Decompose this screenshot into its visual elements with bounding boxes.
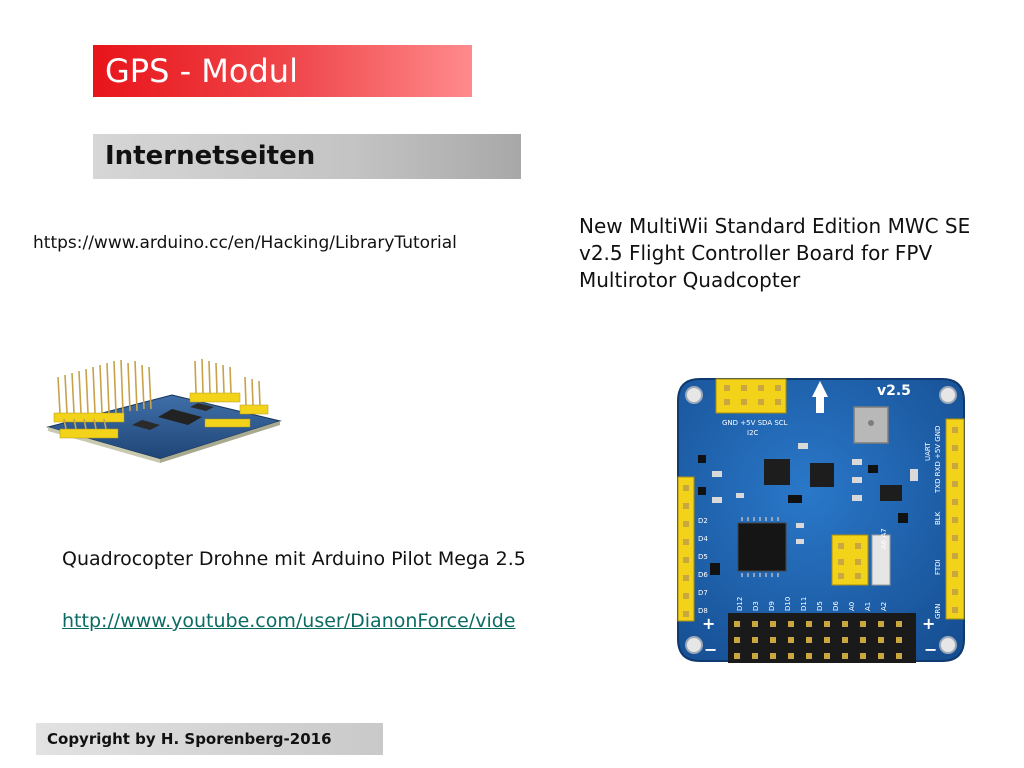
title-bar: GPS - Modul	[93, 45, 472, 97]
flight-controller-photo-small	[40, 355, 285, 463]
pin-label-d8: D8	[698, 607, 708, 615]
flight-controller-small-drawing	[46, 358, 282, 463]
section-bar: Internetseiten	[93, 134, 521, 179]
bottom-pin-0: D12	[736, 597, 744, 611]
bottom-pin-6: D6	[832, 601, 840, 611]
video-caption: Quadrocopter Drohne mit Arduino Pilot Me…	[62, 548, 526, 570]
youtube-link[interactable]: http://www.youtube.com/user/DianonForce/…	[62, 610, 516, 632]
section-heading: Internetseiten	[105, 141, 316, 171]
gyro-chip	[764, 459, 790, 485]
pin-label-d6: D6	[698, 571, 708, 579]
pin-label-d5: D5	[698, 553, 708, 561]
grn-label: GRN	[934, 603, 942, 619]
svg-text:−: −	[924, 640, 937, 659]
slide-title: GPS - Modul	[105, 52, 298, 90]
analog-pins-label: A6 A7	[880, 528, 888, 549]
i2c-label: I2C	[747, 429, 759, 437]
svg-text:−: −	[704, 640, 717, 659]
pin-label-d7: D7	[698, 589, 708, 597]
board-version: v2.5	[877, 383, 911, 399]
blk-label: BLK	[934, 511, 942, 525]
uart-pins-label: TXD RXD +5V GND	[934, 426, 942, 494]
bottom-pin-5: D5	[816, 601, 824, 611]
pin-label-d4: D4	[698, 535, 708, 543]
ftdi-label: FTDI	[934, 559, 942, 575]
pin-label-d2: D2	[698, 517, 708, 525]
bottom-pin-2: D9	[768, 601, 776, 611]
bottom-pin-8: A1	[864, 602, 872, 611]
flight-controller-photo-large: GND +5V SDA SCL I2C v2.5 TXD RXD +5V GND…	[672, 373, 970, 667]
bottom-pin-9: A2	[880, 602, 888, 611]
product-title: New MultiWii Standard Edition MWC SE v2.…	[579, 214, 971, 292]
i2c-pins-label: GND +5V SDA SCL	[722, 419, 788, 427]
flight-controller-large-drawing: GND +5V SDA SCL I2C v2.5 TXD RXD +5V GND…	[677, 378, 965, 663]
copyright-bar: Copyright by H. Sporenberg-2016	[36, 723, 383, 755]
uart-label: UART	[924, 442, 932, 461]
tutorial-url: https://www.arduino.cc/en/Hacking/Librar…	[33, 233, 457, 253]
servo-header	[728, 613, 916, 663]
orientation-arrow-icon	[812, 381, 828, 397]
accel-chip	[810, 463, 834, 487]
svg-text:+: +	[922, 614, 935, 633]
bottom-pin-1: D3	[752, 601, 760, 611]
bottom-pin-7: A0	[848, 602, 856, 611]
svg-text:+: +	[702, 614, 715, 633]
mcu-chip	[737, 522, 787, 572]
bottom-pin-3: D10	[784, 597, 792, 611]
bottom-pin-4: D11	[800, 597, 808, 611]
copyright-text: Copyright by H. Sporenberg-2016	[47, 730, 332, 748]
